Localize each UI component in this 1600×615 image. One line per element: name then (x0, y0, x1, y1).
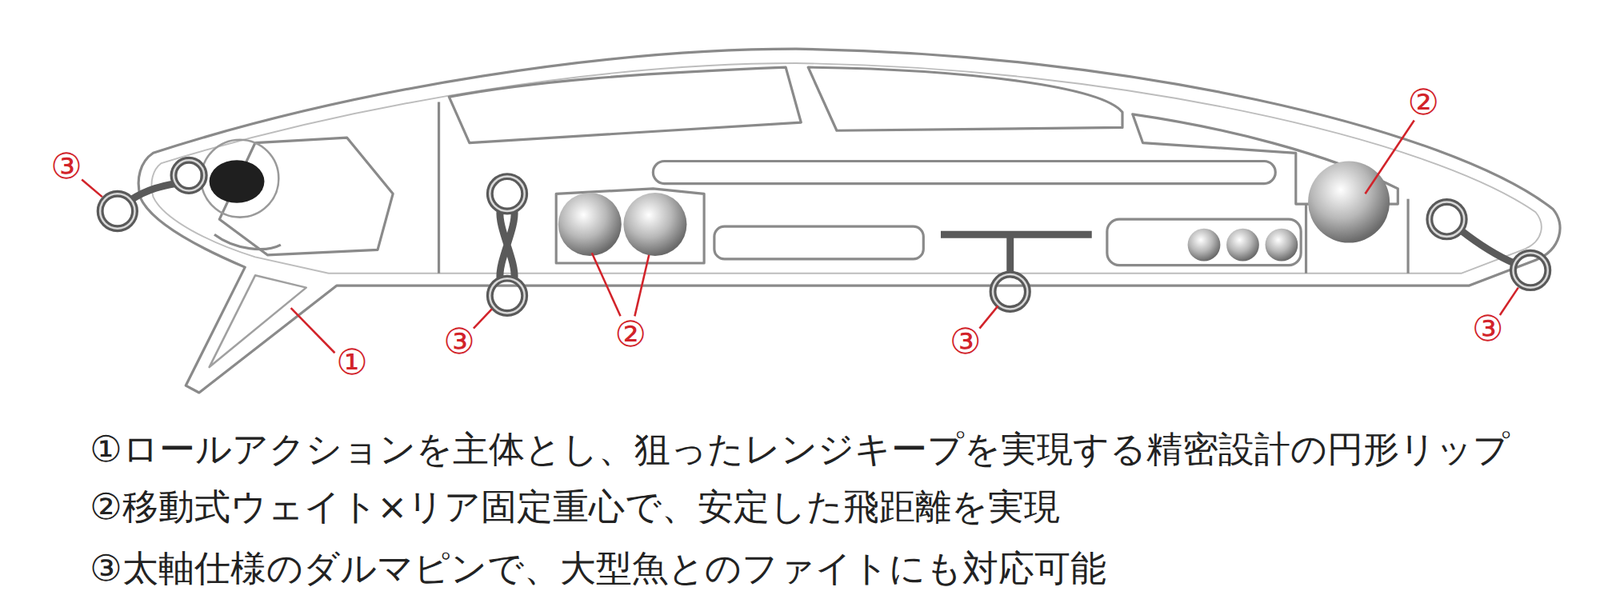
callout-number: ② (615, 316, 647, 352)
callout-number: ② (1408, 84, 1440, 120)
leader-lines (81, 120, 1519, 353)
dalma-pins (100, 160, 1548, 313)
callout-number: ③ (1472, 311, 1504, 347)
lure-body (138, 48, 1560, 393)
callout-number: ① (336, 344, 368, 380)
feature-note: ①ロールアクションを主体とし、狙ったレンジキープを実現する精密設計の円形リップ (89, 431, 1509, 468)
weights (558, 160, 1390, 261)
callout-number: ③ (949, 324, 981, 360)
callout-number: ③ (443, 324, 475, 360)
callout-number: ③ (50, 148, 82, 184)
feature-note: ②移動式ウェイト×リア固定重心で、安定した飛距離を実現 (89, 488, 1060, 525)
eye (200, 140, 279, 218)
feature-note: ③太軸仕様のダルマピンで、大型魚とのファイトにも対応可能 (89, 550, 1106, 587)
